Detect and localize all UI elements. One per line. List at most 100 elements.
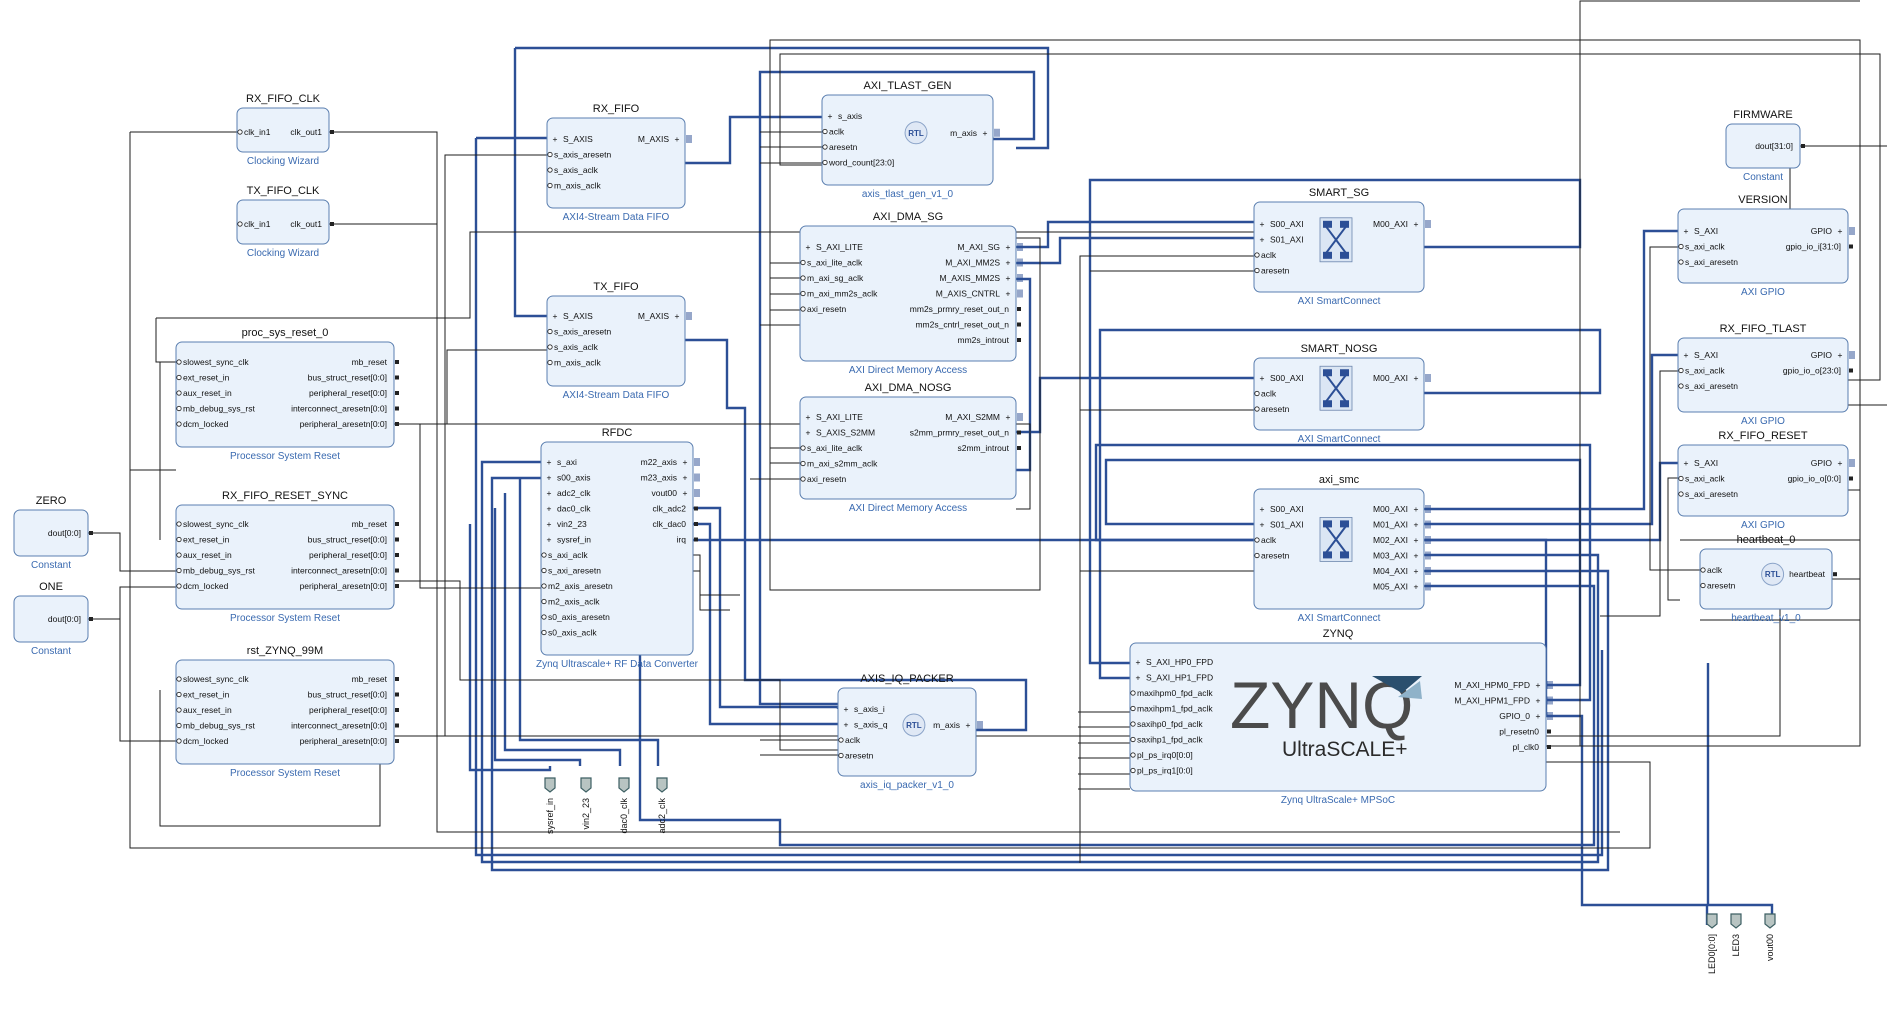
port-s2mm-introut: s2mm_introut [958, 443, 1010, 453]
block-body[interactable] [175, 504, 395, 610]
external-port-vout00[interactable]: vout00 [1764, 913, 1776, 961]
port-dot-icon [1130, 705, 1136, 712]
port-s-axis: s_axis [838, 111, 862, 121]
bus-connection [468, 524, 552, 772]
port-connector-icon [1706, 913, 1718, 929]
port-mb-debug-sys-rst: mb_debug_sys_rst [183, 721, 255, 731]
block-body[interactable] [1677, 337, 1849, 413]
block-subtitle: Zynq UltraScale+ MPSoC [1281, 795, 1395, 806]
block-body[interactable] [13, 509, 89, 557]
port-m22-axis: m22_axis [641, 457, 677, 467]
port-m-axis: M_AXIS [638, 134, 670, 144]
external-port-vin2-23[interactable]: vin2_23 [580, 777, 592, 830]
external-port-label: vin2_23 [581, 798, 591, 830]
port-gpio-io-o-23-0: gpio_io_o[23:0] [1783, 366, 1841, 376]
port-m-axi-mm2s-aclk: m_axi_mm2s_aclk [807, 289, 878, 299]
bus-connection [685, 115, 822, 165]
port-square-icon [395, 360, 399, 364]
block-title: AXI_DMA_NOSG [865, 382, 952, 394]
block-body[interactable] [1129, 642, 1547, 792]
block-body[interactable] [236, 107, 330, 153]
block-body[interactable] [799, 396, 1017, 500]
block-body[interactable] [540, 441, 694, 656]
block-title: FIRMWARE [1733, 109, 1792, 121]
block-body[interactable] [799, 225, 1017, 362]
port-square-icon [330, 222, 334, 226]
port-slowest-sync-clk: slowest_sync_clk [183, 674, 249, 684]
port-square-icon [1849, 476, 1853, 481]
block-title: heartbeat_0 [1737, 534, 1796, 546]
port-dot-icon [1130, 767, 1136, 774]
port-clk-in1: clk_in1 [244, 219, 271, 229]
bus-connection [1424, 461, 1678, 542]
block-body[interactable] [1677, 208, 1849, 284]
block-title: AXI_TLAST_GEN [863, 80, 951, 92]
external-port-led3[interactable]: LED3 [1730, 913, 1742, 957]
port-square-icon [1547, 729, 1551, 734]
block-body[interactable] [546, 117, 686, 209]
block-subtitle: AXI4-Stream Data FIFO [563, 390, 670, 401]
block-body[interactable] [236, 199, 330, 245]
port-m-axis: M_AXIS [638, 311, 670, 321]
port-dot-icon [176, 405, 182, 412]
block-axis-iq-packer[interactable]: AXIS_IQ_PACKERaxis_iq_packer_v1_0+s_axis… [837, 673, 983, 791]
port-square-icon [330, 130, 334, 134]
port-dot-icon [1130, 690, 1136, 696]
port-gpio: GPIO [1811, 226, 1833, 236]
bus-connection [480, 460, 1600, 864]
net-connection [394, 423, 1031, 510]
port-plus-icon: + [844, 704, 849, 714]
port-maxihpm1-fpd-aclk: maxihpm1_fpd_aclk [1137, 704, 1213, 714]
block-subtitle: AXI GPIO [1741, 416, 1785, 427]
port-plus-icon: + [844, 720, 849, 730]
port-s01-axi: S01_AXI [1270, 235, 1304, 245]
port-dot-icon [1130, 752, 1136, 758]
bus-connection [1088, 178, 1582, 665]
port-dot-icon [176, 421, 182, 427]
block-body[interactable] [175, 341, 395, 448]
port-bus-struct-reset-0-0: bus_struct_reset[0:0] [308, 690, 387, 700]
external-port-adc2-clk[interactable]: adc2_clk [656, 777, 668, 834]
block-axi-tlast-gen[interactable]: AXI_TLAST_GENaxis_tlast_gen_v1_0+s_axisa… [821, 80, 1000, 200]
port-plus-icon: + [1536, 680, 1541, 690]
block-body[interactable] [546, 295, 686, 387]
external-port-sysref-in[interactable]: sysref_in [544, 777, 556, 834]
port-dot-icon [176, 521, 182, 527]
port-square-icon [395, 584, 399, 588]
block-body[interactable] [13, 595, 89, 643]
port-m-axis-aclk: m_axis_aclk [554, 181, 602, 191]
block-body[interactable] [1725, 123, 1801, 169]
port-dout-0-0: dout[0:0] [48, 614, 81, 624]
external-port-dac0-clk[interactable]: dac0_clk [618, 777, 630, 834]
block-subtitle: AXI4-Stream Data FIFO [563, 212, 670, 223]
port-s-axis-q: s_axis_q [854, 720, 888, 730]
port-dot-icon [1254, 267, 1260, 274]
net-connection [129, 132, 1651, 849]
block-heartbeat-0[interactable]: heartbeat_0heartbeat_v1_0aclkaresetnhear… [1699, 534, 1837, 624]
block-body[interactable] [175, 659, 395, 765]
port-square-icon [1849, 368, 1853, 373]
block-body[interactable] [1677, 444, 1849, 517]
external-port-led0-0-0[interactable]: LED0[0:0] [1706, 913, 1718, 974]
